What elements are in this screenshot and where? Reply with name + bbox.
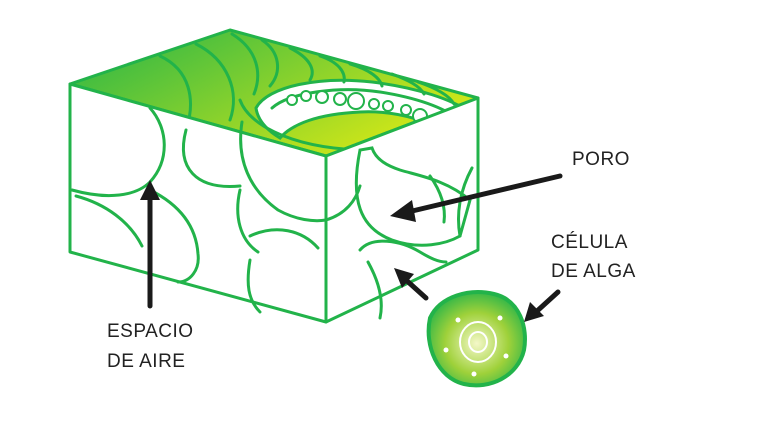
arrow-poro xyxy=(390,173,563,222)
label-poro: PORO xyxy=(572,149,630,170)
arrow-entry xyxy=(394,268,429,301)
arrow-celula-alga xyxy=(524,289,561,322)
ostium-opening xyxy=(358,239,448,264)
top-canal-lines xyxy=(158,32,456,132)
label-celula-line2: DE ALGA xyxy=(551,261,636,282)
label-espacio-line2: DE AIRE xyxy=(107,351,186,372)
front-cell-lines xyxy=(70,106,328,314)
label-espacio-line1: ESPACIO xyxy=(107,321,194,342)
algae-cell xyxy=(426,290,527,388)
arrow-espacio-aire xyxy=(140,180,160,309)
choanocyte-circles xyxy=(286,90,443,129)
label-celula-line1: CÉLULA xyxy=(551,232,628,253)
